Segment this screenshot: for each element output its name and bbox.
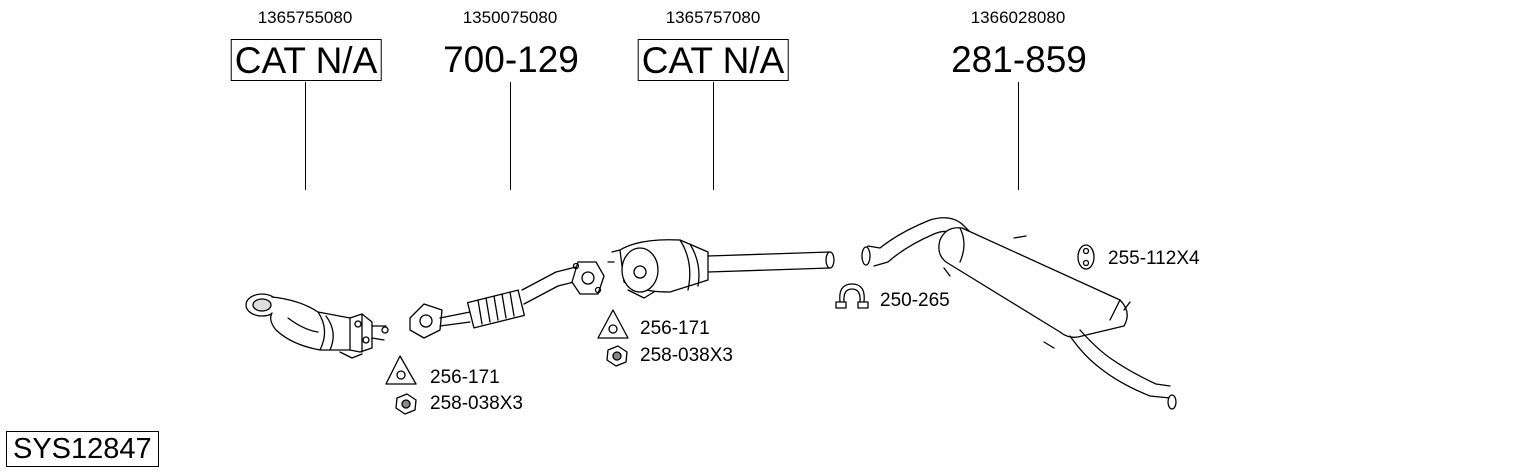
oem-number-4: 1366028080 — [970, 8, 1066, 27]
oem-number-2: 1350075080 — [462, 8, 558, 27]
part-label-4[interactable]: 281-859 — [951, 39, 1087, 80]
gasket-icon — [597, 309, 629, 339]
leader-line-3 — [713, 82, 714, 190]
accessory-label-gasket-1[interactable]: 256-171 — [430, 367, 500, 388]
accessory-label-clamp[interactable]: 250-265 — [880, 290, 950, 311]
part-label-3[interactable]: CAT N/A — [637, 39, 789, 81]
leader-line-2 — [510, 82, 511, 190]
catalytic-converter-drawing[interactable] — [607, 239, 835, 299]
clamp-icon — [835, 283, 869, 309]
rubber-hanger-icon — [1077, 244, 1095, 270]
accessory-label-rubber-hanger[interactable]: 255-112X4 — [1108, 248, 1200, 269]
nut-icon — [606, 345, 628, 367]
accessory-label-gasket-2[interactable]: 256-171 — [640, 318, 710, 339]
nut-icon — [395, 393, 417, 415]
front-catalytic-converter-drawing[interactable] — [245, 293, 389, 359]
leader-line-1 — [305, 82, 306, 190]
rear-silencer-drawing[interactable] — [861, 217, 1177, 410]
front-pipe-drawing[interactable] — [409, 261, 605, 339]
part-label-2[interactable]: 700-129 — [443, 39, 579, 80]
oem-number-3: 1365757080 — [665, 8, 761, 27]
gasket-icon — [385, 355, 417, 385]
leader-line-4 — [1018, 82, 1019, 190]
system-id-label: SYS12847 — [6, 431, 159, 468]
accessory-label-nut-2[interactable]: 258-038X3 — [640, 345, 733, 366]
oem-number-1: 1365755080 — [257, 8, 353, 27]
accessory-label-nut-1[interactable]: 258-038X3 — [430, 393, 523, 414]
part-label-1[interactable]: CAT N/A — [230, 39, 382, 81]
